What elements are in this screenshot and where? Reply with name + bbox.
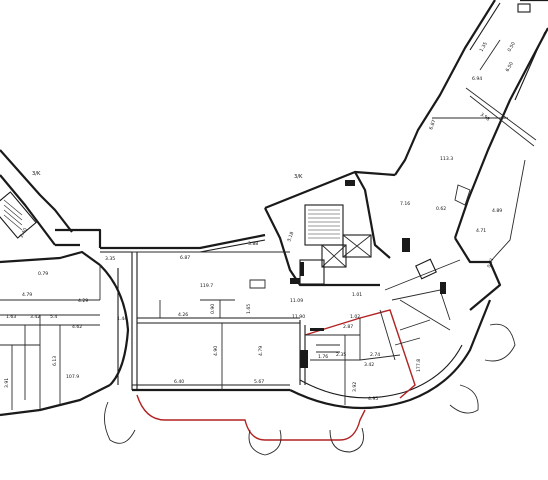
label-090: 0.90 xyxy=(210,304,216,314)
label-1197: 119.7 xyxy=(200,283,213,289)
label-490: 4.90 xyxy=(213,346,219,356)
label-287: 2.87 xyxy=(343,324,353,330)
label-694: 6.94 xyxy=(472,76,482,82)
center-partitions xyxy=(132,251,300,390)
label-398: 3.98 xyxy=(479,112,491,123)
label-163: 1.63 xyxy=(6,314,16,320)
label-342: 3.42 xyxy=(30,314,40,320)
label-687b: 6.87 xyxy=(180,255,190,261)
label-716: 7.16 xyxy=(400,201,410,207)
north-west-wing xyxy=(0,149,102,248)
label-687: 6.87 xyxy=(428,119,437,131)
label-062: 0.62 xyxy=(436,206,446,212)
balcony-outline xyxy=(136,309,416,441)
label-1079: 107.9 xyxy=(66,374,79,380)
label-102: 1.02 xyxy=(350,314,360,320)
label-101: 1.01 xyxy=(352,292,362,298)
label-429: 4.29 xyxy=(78,298,88,304)
dimension-labels: 3/K 3/K 2.40 1.35 0.50 6.50 6.94 7.16 3.… xyxy=(4,41,517,402)
label-135: 1.35 xyxy=(479,41,489,53)
south-east-partitions xyxy=(299,258,461,405)
west-partitions xyxy=(0,252,138,410)
balcony-bumps xyxy=(104,323,516,456)
label-sym-2: 3/K xyxy=(294,174,303,180)
label-1778: 177.8 xyxy=(416,359,422,372)
label-479b: 4.79 xyxy=(258,346,264,356)
label-613: 6.13 xyxy=(52,356,58,366)
label-318: 3.18 xyxy=(286,231,295,243)
label-342b: 3.42 xyxy=(364,362,374,368)
label-079: 0.79 xyxy=(38,271,48,277)
label-335: 3.35 xyxy=(105,256,115,262)
label-392: 3.92 xyxy=(352,382,358,392)
label-1109: 11.09 xyxy=(290,298,303,304)
label-426: 4.26 xyxy=(178,312,188,318)
label-391: 3.91 xyxy=(4,378,10,388)
label-462: 4.62 xyxy=(72,324,82,330)
label-567: 5.67 xyxy=(254,379,264,385)
label-479: 4.79 xyxy=(22,292,32,298)
label-489: 4.89 xyxy=(492,208,502,214)
label-stair: 2.40 xyxy=(19,227,29,239)
label-081: 0.81 xyxy=(486,257,495,269)
label-235: 2.35 xyxy=(336,352,346,358)
north-east-wing xyxy=(394,0,548,311)
label-1133: 113.3 xyxy=(440,156,453,162)
label-388: 3.88 xyxy=(248,241,258,247)
label-650: 6.50 xyxy=(505,61,515,73)
label-640: 6.40 xyxy=(174,379,184,385)
label-471: 4.71 xyxy=(476,228,486,234)
label-1190: 11.90 xyxy=(292,314,305,320)
label-54: 5.4 xyxy=(50,314,57,320)
label-274: 2.74 xyxy=(370,352,380,358)
label-144: 1.44 xyxy=(117,316,127,322)
central-core xyxy=(264,170,410,287)
ne-dimension-lines xyxy=(432,39,508,119)
label-165: 1.65 xyxy=(246,304,252,314)
label-sym-1: 3/K xyxy=(32,171,41,177)
label-176: 1.76 xyxy=(318,354,328,360)
label-495: 4.95 xyxy=(368,396,378,402)
label-050: 0.50 xyxy=(507,41,517,53)
